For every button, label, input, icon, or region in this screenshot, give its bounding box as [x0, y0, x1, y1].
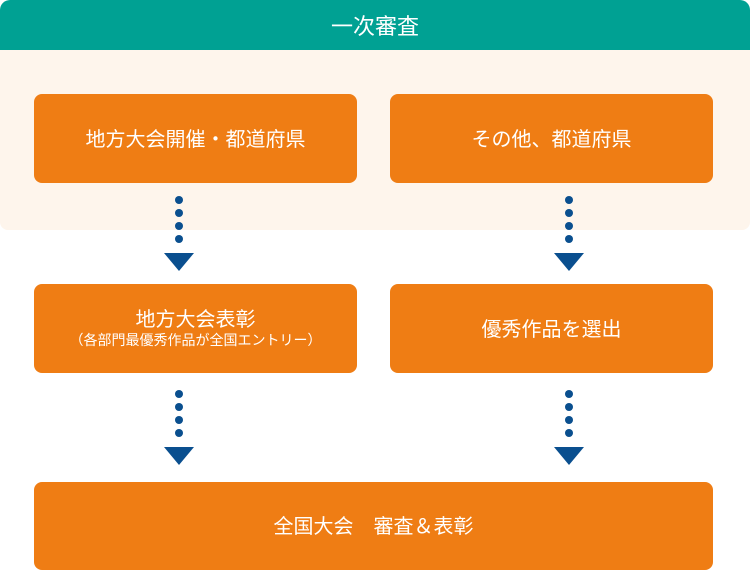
arrow-down-icon [554, 390, 584, 470]
box-other-prefecture: その他、都道府県 [390, 94, 713, 183]
header-title: 一次審査 [330, 15, 419, 40]
box-label: 全国大会 審査＆表彰 [273, 514, 474, 538]
box-label: 地方大会表彰 [135, 306, 256, 331]
box-label: 優秀作品を選出 [481, 316, 622, 341]
arrow-down-icon [164, 390, 194, 470]
arrow-down-icon [164, 196, 194, 276]
box-regional-prefecture: 地方大会開催・都道府県 [34, 94, 357, 183]
box-sublabel: （各部門最優秀作品が全国エントリー） [69, 332, 322, 349]
first-screening-header: 一次審査 [0, 0, 750, 50]
box-label: その他、都道府県 [471, 126, 632, 151]
arrow-down-icon [554, 196, 584, 276]
box-label: 地方大会開催・都道府県 [85, 126, 306, 151]
box-national-final: 全国大会 審査＆表彰 [34, 482, 713, 570]
box-select-excellent: 優秀作品を選出 [390, 284, 713, 373]
box-regional-award: 地方大会表彰 （各部門最優秀作品が全国エントリー） [34, 284, 357, 373]
